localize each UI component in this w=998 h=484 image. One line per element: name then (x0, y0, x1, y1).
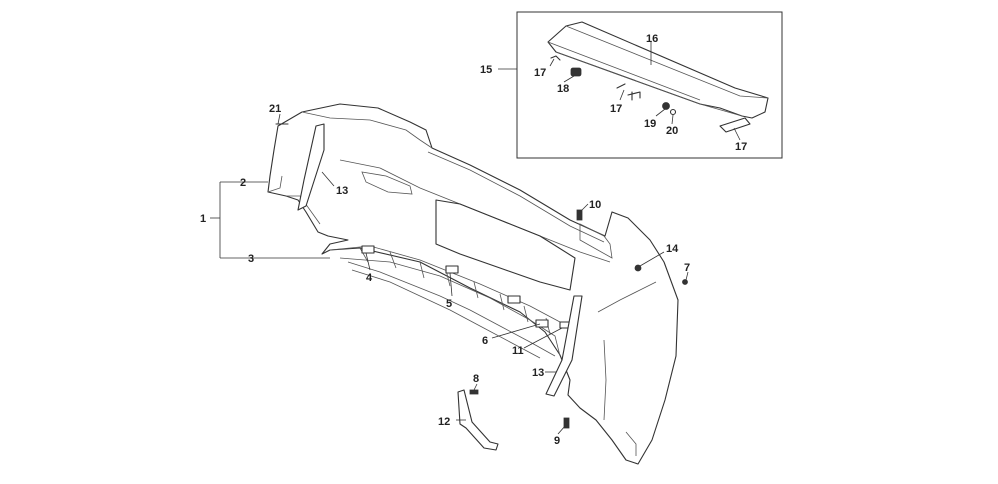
fasteners (275, 123, 688, 429)
callout-17-a: 17 (534, 67, 546, 79)
callout-1: 1 (200, 213, 206, 225)
callout-14: 14 (666, 243, 679, 255)
callout-6: 6 (482, 335, 488, 347)
callout-7: 7 (684, 262, 690, 274)
callout-10: 10 (589, 199, 601, 211)
callout-13-left: 13 (336, 185, 348, 197)
callout-19: 19 (644, 118, 656, 130)
lower-diffuser (347, 247, 556, 359)
callout-21: 21 (269, 103, 281, 115)
callout-9: 9 (554, 435, 560, 447)
callout-4: 4 (366, 272, 373, 284)
callout-12: 12 (438, 416, 450, 428)
rear-spoiler (547, 21, 769, 133)
spoiler-inset-frame (516, 11, 783, 159)
callout-2: 2 (240, 177, 246, 189)
callout-20: 20 (666, 125, 678, 137)
callout-8: 8 (473, 373, 479, 385)
right-side-strip (545, 295, 583, 397)
callout-15: 15 (480, 64, 492, 76)
callout-16: 16 (646, 33, 658, 45)
callout-13-right: 13 (532, 367, 544, 379)
callout-17-c: 17 (735, 141, 747, 153)
clip-brackets (361, 245, 571, 329)
callout-11: 11 (512, 345, 524, 357)
callout-18: 18 (557, 83, 569, 95)
callout-3: 3 (248, 253, 254, 265)
callout-5: 5 (446, 298, 452, 310)
left-side-strip (297, 123, 325, 211)
callout-17-b: 17 (610, 103, 622, 115)
